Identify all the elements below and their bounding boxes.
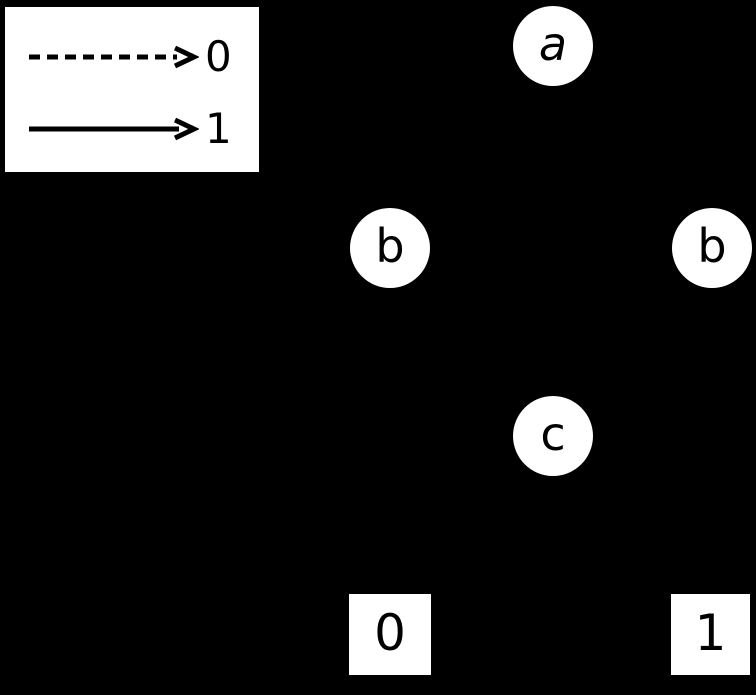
edge-legend: 0 1 (3, 5, 261, 174)
legend-label-1: 1 (205, 104, 232, 153)
edge-c-to-out0 (419, 465, 529, 599)
output-node-1[interactable]: 1 (670, 593, 751, 676)
state-node-b-right-label: b (697, 219, 727, 273)
state-node-a-label: a (538, 17, 568, 71)
legend-entry-0: 0 (5, 29, 259, 85)
edge-b2-to-out1 (711, 287, 712, 589)
state-node-b-left[interactable]: b (350, 208, 430, 288)
state-node-c-label: c (540, 407, 566, 461)
state-node-c[interactable]: c (513, 396, 593, 476)
edge-a-to-b2 (576, 76, 685, 213)
edge-c-to-out1 (576, 466, 682, 599)
solid-arrow-icon (29, 117, 199, 141)
edge-b2-to-c (581, 277, 688, 403)
state-node-b-right[interactable]: b (672, 208, 752, 288)
output-node-0-label: 0 (374, 603, 406, 662)
dashed-arrow-icon (29, 45, 199, 69)
output-node-0[interactable]: 0 (348, 593, 432, 676)
edge-b1-to-c (415, 277, 524, 403)
state-node-b-left-label: b (375, 219, 405, 273)
legend-label-0: 0 (205, 32, 232, 81)
edge-a-to-b1 (418, 76, 530, 214)
legend-entry-1: 1 (5, 101, 259, 157)
output-node-1-label: 1 (694, 603, 727, 662)
state-node-a[interactable]: a (513, 6, 593, 86)
